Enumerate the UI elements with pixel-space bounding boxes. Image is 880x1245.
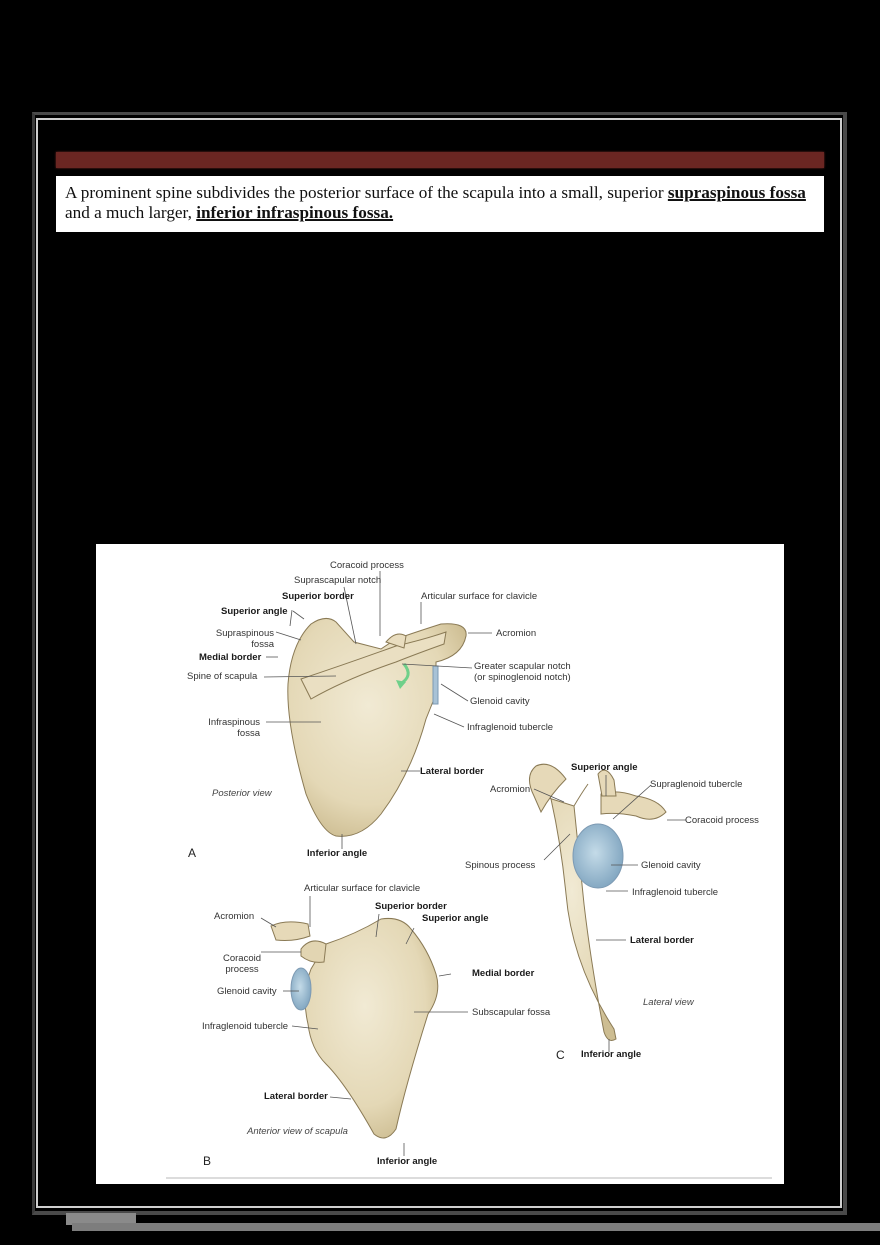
term-supraspinous-fossa: supraspinous fossa [667,183,806,202]
scapula-figure: Coracoid process Suprascapular notch Sup… [96,544,784,1184]
label-b-medial-border: Medial border [472,968,535,979]
scapula-illustration [260,571,686,1156]
label-b-superior-border: Superior border [375,901,447,912]
label-line: Infraspinous [208,717,260,728]
leader-lines [260,571,686,1156]
label-spine-of-scapula: Spine of scapula [187,671,258,682]
label-b-glenoid-cavity: Glenoid cavity [217,986,277,997]
label-c-glenoid-cavity: Glenoid cavity [641,860,701,871]
panel-letter-b: B [203,1154,212,1168]
panel-letter-a: A [188,846,197,860]
label-superior-border: Superior border [282,591,354,602]
figure-bottom-rule [166,1177,772,1179]
caption-lateral-view: Lateral view [643,997,694,1008]
label-b-articular-surface: Articular surface for clavicle [304,883,421,894]
caption-posterior-view: Posterior view [212,788,272,799]
page-inner-border [36,118,842,1208]
label-superior-angle: Superior angle [221,606,288,617]
label-c-spinous-process: Spinous process [465,860,536,871]
page-outer-border [32,112,847,1215]
label-acromion: Acromion [496,628,537,639]
label-line: Supraspinous [215,628,274,639]
label-line: (or spinoglenoid notch) [474,672,571,683]
label-b-acromion: Acromion [214,911,255,922]
panel-letter-c: C [556,1048,565,1062]
label-c-coracoid-process: Coracoid process [685,815,759,826]
section-title-bar [56,152,824,168]
label-suprascapular-notch: Suprascapular notch [294,575,382,586]
posterior-scapula [287,618,467,837]
anterior-scapula [270,918,439,1139]
lateral-scapula [529,763,667,1041]
label-c-superior-angle: Superior angle [571,762,638,773]
label-line: process [225,964,259,975]
label-b-infraglenoid-tubercle: Infraglenoid tubercle [202,1021,289,1032]
label-b-inferior-angle: Inferior angle [377,1156,438,1167]
label-b-lateral-border: Lateral border [264,1091,328,1102]
footer-bar [72,1223,880,1231]
label-c-supraglenoid-tubercle: Supraglenoid tubercle [650,779,743,790]
label-b-subscapular-fossa: Subscapular fossa [472,1007,551,1018]
label-articular-surface: Articular surface for clavicle [421,591,538,602]
label-b-superior-angle: Superior angle [422,913,489,924]
caption-anterior-view: Anterior view of scapula [247,1126,348,1137]
paragraph-text: A prominent spine subdivides the posteri… [65,183,668,202]
paragraph-text: and a much larger, [65,203,197,222]
label-line: fossa [251,639,274,650]
label-greater-scapular-notch: Greater scapular notch(or spinoglenoid n… [474,661,571,683]
label-glenoid-cavity: Glenoid cavity [470,696,530,707]
footer-mark [66,1213,136,1225]
label-infraglenoid-tubercle: Infraglenoid tubercle [467,722,554,733]
text-box [56,176,824,232]
label-c-inferior-angle: Inferior angle [581,1049,642,1060]
label-c-acromion: Acromion [490,784,531,795]
label-medial-border: Medial border [199,652,262,663]
label-c-infraglenoid-tubercle: Infraglenoid tubercle [632,887,719,898]
label-line: fossa [237,728,260,739]
label-c-lateral-border: Lateral border [630,935,694,946]
body-paragraph: A prominent spine subdivides the posteri… [65,183,817,223]
term-infraspinous-fossa: inferior infraspinous fossa. [196,203,394,222]
label-inferior-angle: Inferior angle [307,848,368,859]
label-coracoid-process: Coracoid process [330,560,404,571]
label-line: Coracoid [222,953,262,964]
label-line: Greater scapular notch [474,661,571,672]
label-lateral-border: Lateral border [420,766,484,777]
